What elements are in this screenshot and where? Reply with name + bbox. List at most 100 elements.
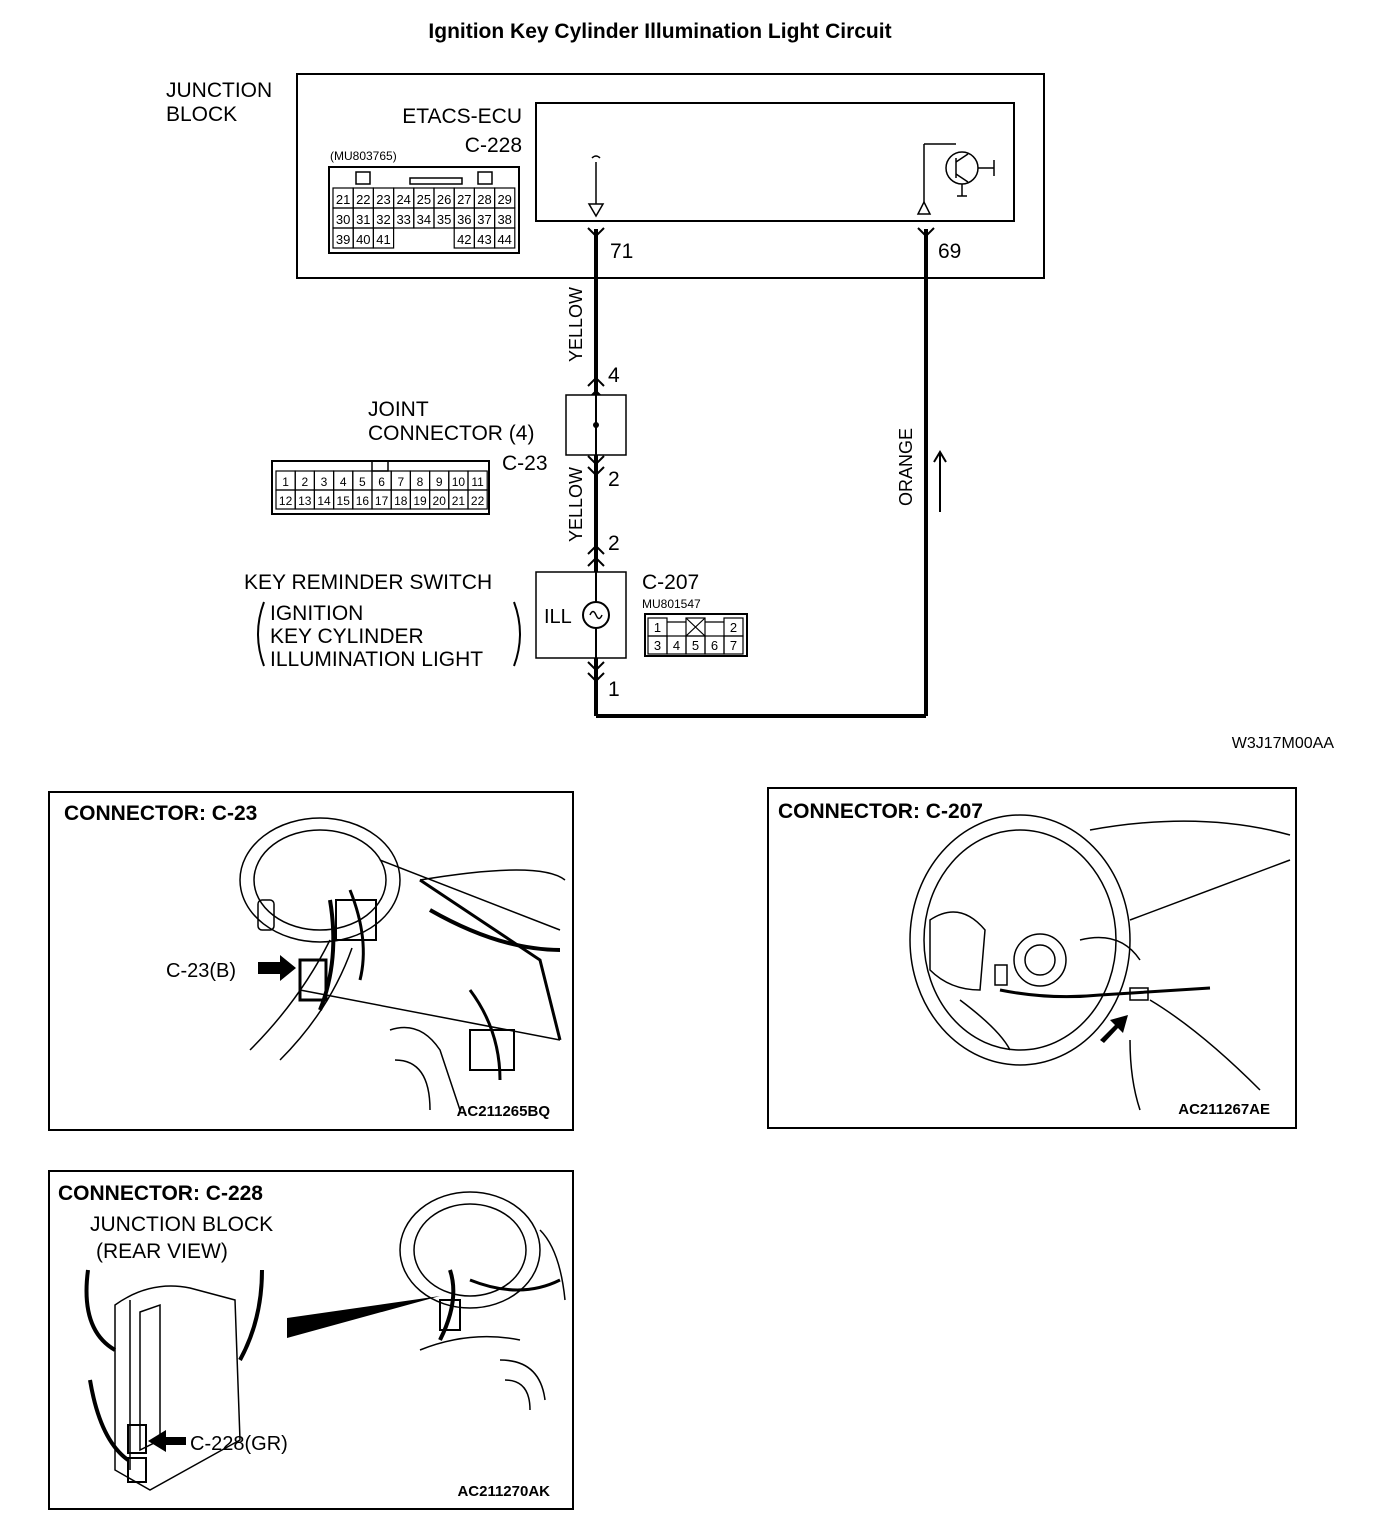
panel-c228-callout: C-228(GR) (190, 1433, 288, 1455)
key-switch-box (535, 571, 627, 659)
connector-pin-number: 22 (471, 494, 485, 508)
connector-pin-number: 16 (356, 494, 370, 508)
connector-pin-number: 4 (340, 475, 347, 489)
connector-pin-cell (394, 228, 414, 248)
key-switch-sub-2: KEY CYLINDER (270, 625, 424, 648)
c207-pin-2: 2 (608, 532, 620, 555)
panel-c207-title: CONNECTOR: C-207 (778, 800, 983, 823)
connector-pin-number: 44 (497, 232, 511, 247)
callout-arrow (258, 955, 296, 981)
c207-callout-arrow (1100, 1015, 1128, 1043)
connector-pin-number: 5 (359, 475, 366, 489)
connector-pin-number: 13 (298, 494, 312, 508)
joint-connector-label: JOINT (368, 398, 429, 421)
paren-right (513, 601, 521, 667)
connector-pin-cell (467, 489, 488, 510)
ecu-connector-label: C-228 (465, 134, 522, 157)
connector-pin-number: 15 (337, 494, 351, 508)
connector-pin-number: 12 (279, 494, 293, 508)
connector-pin-number: 29 (497, 192, 511, 207)
connector-pin-number: 18 (394, 494, 408, 508)
pin-69-label: 69 (938, 240, 961, 263)
connector-pin-number: 39 (336, 232, 350, 247)
connector-pin-number: 9 (436, 475, 443, 489)
connector-pin-number: 2 (301, 475, 308, 489)
wire-color-yellow-upper: YELLOW (566, 287, 586, 362)
jb-part-number: (MU803765) (330, 149, 397, 163)
connector-pin-number: 6 (711, 638, 718, 653)
panel-c228: CONNECTOR: C-228 JUNCTION BLOCK (REAR VI… (48, 1170, 574, 1510)
connector-pin-number: 41 (376, 232, 390, 247)
connector-pin-number: 5 (692, 638, 699, 653)
key-switch-sub-3: ILLUMINATION LIGHT (270, 648, 483, 671)
connector-pin-number: 31 (356, 212, 370, 227)
junction-block-label: JUNCTION (166, 79, 272, 102)
connector-pin-number: 24 (396, 192, 410, 207)
junction-block-label-2: BLOCK (166, 103, 237, 126)
ecu-label: ETACS-ECU (402, 105, 522, 128)
connector-pin-number: 30 (336, 212, 350, 227)
connector-pin-number: 1 (282, 475, 289, 489)
connector-pin-number: 6 (378, 475, 385, 489)
connector-pin-number: 37 (477, 212, 491, 227)
connector-pin-number: 25 (417, 192, 431, 207)
panel-c23-callout: C-23(B) (166, 960, 236, 982)
connector-pin-number: 34 (417, 212, 431, 227)
wire-color-yellow-lower: YELLOW (566, 467, 586, 542)
panel-c228-code: AC211270AK (457, 1483, 550, 1500)
terminal-marks (587, 227, 935, 683)
joint-connector-id: C-23 (502, 452, 548, 475)
connector-pin-number: 27 (457, 192, 471, 207)
c207-part-number: MU801547 (642, 597, 701, 611)
connector-pin-number: 36 (457, 212, 471, 227)
connector-pin-number: 10 (452, 475, 466, 489)
wire-color-orange: ORANGE (896, 428, 916, 506)
connector-pin-number: 21 (452, 494, 466, 508)
current-direction-arrow (933, 450, 947, 512)
dashboard-illustration (239, 817, 566, 1111)
connector-pin-number: 11 (471, 475, 484, 489)
connector-pin-number: 7 (397, 475, 404, 489)
connector-pin-number: 35 (437, 212, 451, 227)
diagram-title: Ignition Key Cylinder Illumination Light… (428, 20, 891, 43)
connector-pin-number: 2 (730, 620, 737, 635)
connector-pin-number: 23 (376, 192, 390, 207)
ecu-box (535, 102, 1015, 222)
key-switch-label: KEY REMINDER SWITCH (244, 571, 492, 594)
joint-node (593, 422, 599, 428)
ill-label: ILL (544, 606, 572, 628)
c207-connector-label: C-207 (642, 571, 699, 594)
connector-pin-number: 3 (321, 475, 328, 489)
connector-pin-number: 40 (356, 232, 370, 247)
panel-c23-code: AC211265BQ (457, 1103, 551, 1120)
connector-pin-number: 32 (376, 212, 390, 227)
connector-pin-number: 1 (654, 620, 661, 635)
connector-pin-number: 33 (396, 212, 410, 227)
connector-pin-number: 17 (375, 494, 389, 508)
connector-pin-number: 28 (477, 192, 491, 207)
steering-wheel-illustration (909, 814, 1291, 1111)
connector-pin-number: 8 (417, 475, 424, 489)
c228-callout-arrow (148, 1430, 186, 1452)
connector-pin-cell (414, 228, 434, 248)
connector-pin-number: 22 (356, 192, 370, 207)
junction-block-box (296, 73, 1045, 279)
panel-c23-title: CONNECTOR: C-23 (64, 802, 257, 825)
connector-pin-cell (434, 228, 454, 248)
connector-pin-cell (494, 227, 516, 249)
connector-pin-number: 7 (730, 638, 737, 653)
connector-pin-number: 4 (673, 638, 680, 653)
connector-pin-number: 26 (437, 192, 451, 207)
connector-pin-number: 3 (654, 638, 661, 653)
pin-71-label: 71 (610, 240, 633, 263)
joint-connector-label-2: CONNECTOR (4) (368, 422, 534, 445)
figure-code: W3J17M00AA (1232, 735, 1335, 752)
joint-pin-2: 2 (608, 468, 620, 491)
panel-c207-code: AC211267AE (1178, 1101, 1270, 1118)
key-switch-sub-1: IGNITION (270, 602, 363, 625)
connector-pin-number: 19 (413, 494, 427, 508)
